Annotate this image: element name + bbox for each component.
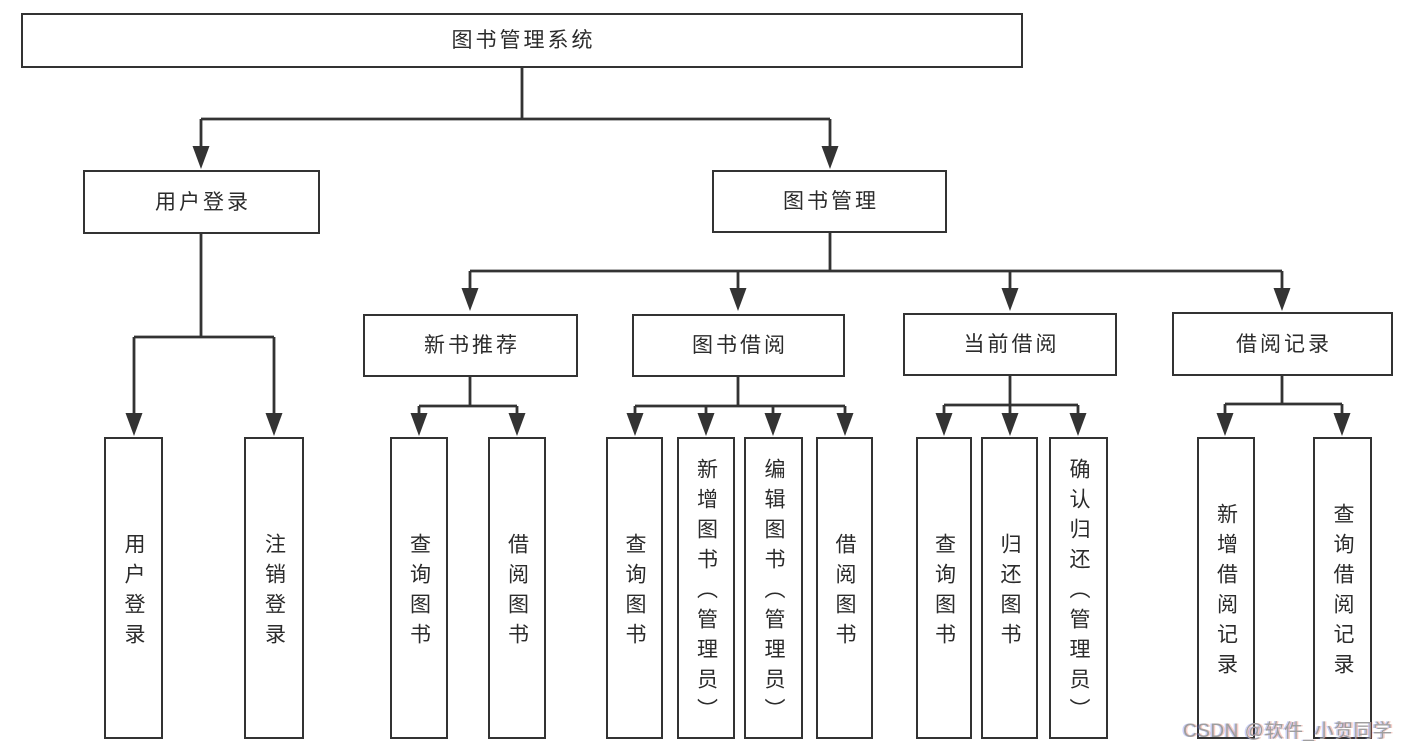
node-leaf-borrow-books-recommend: 借阅图书 bbox=[488, 437, 546, 739]
connector-path-1 bbox=[132, 233, 276, 417]
node-label-leaf-query-borrow-record: 查询借阅记录 bbox=[1331, 502, 1354, 683]
arrowhead-icon bbox=[1001, 288, 1019, 311]
node-leaf-edit-books-admin: 编辑图书（管理员） bbox=[744, 437, 803, 739]
arrowhead-icon bbox=[461, 288, 479, 311]
arrowhead-icon bbox=[1216, 413, 1234, 436]
csdn-watermark: CSDN @软件_小贺同学 bbox=[1183, 721, 1393, 742]
node-label-book-borrowing: 图书借阅 bbox=[692, 334, 788, 357]
node-label-leaf-query-books-recommend: 查询图书 bbox=[407, 532, 431, 653]
node-label-user-login: 用户登录 bbox=[155, 190, 251, 214]
node-label-leaf-add-books-admin: 新增图书（管理员） bbox=[694, 457, 718, 728]
arrowhead-icon bbox=[697, 413, 715, 436]
node-leaf-query-borrow-record: 查询借阅记录 bbox=[1313, 437, 1372, 739]
node-leaf-logout: 注销登录 bbox=[244, 437, 304, 739]
connector-path-0 bbox=[199, 67, 832, 150]
node-user-login: 用户登录 bbox=[83, 170, 320, 234]
connector-path-6 bbox=[1223, 375, 1344, 417]
node-label-book-management: 图书管理 bbox=[783, 190, 879, 213]
arrowhead-icon bbox=[836, 413, 854, 436]
node-current-borrowing: 当前借阅 bbox=[903, 313, 1117, 376]
arrowhead-icon bbox=[125, 413, 143, 436]
node-leaf-confirm-return-admin: 确认归还（管理员） bbox=[1049, 437, 1108, 739]
node-label-leaf-edit-books-admin: 编辑图书（管理员） bbox=[762, 457, 785, 728]
node-root: 图书管理系统 bbox=[21, 13, 1023, 68]
arrowhead-icon bbox=[821, 146, 839, 169]
connector-path-2 bbox=[468, 232, 1284, 292]
node-leaf-borrow-books-borrowing: 借阅图书 bbox=[816, 437, 873, 739]
arrowhead-icon bbox=[1333, 413, 1351, 436]
arrowhead-icon bbox=[265, 413, 283, 436]
node-label-leaf-borrow-books-recommend: 借阅图书 bbox=[505, 532, 529, 653]
node-leaf-add-books-admin: 新增图书（管理员） bbox=[677, 437, 735, 739]
node-label-leaf-query-books-borrowing: 查询图书 bbox=[623, 532, 646, 653]
node-label-leaf-borrow-books-borrowing: 借阅图书 bbox=[833, 532, 856, 653]
arrowhead-icon bbox=[508, 413, 526, 436]
arrowhead-icon bbox=[1069, 413, 1087, 436]
node-label-root: 图书管理系统 bbox=[451, 29, 596, 52]
arrowhead-icon bbox=[1273, 288, 1291, 311]
node-label-leaf-return-books: 归还图书 bbox=[998, 532, 1021, 653]
node-label-new-book-recommend: 新书推荐 bbox=[424, 334, 520, 357]
node-new-book-recommend: 新书推荐 bbox=[363, 314, 578, 377]
node-label-leaf-confirm-return-admin: 确认归还（管理员） bbox=[1067, 457, 1090, 728]
node-label-leaf-logout: 注销登录 bbox=[262, 532, 286, 653]
node-book-management: 图书管理 bbox=[712, 170, 947, 233]
arrowhead-icon bbox=[764, 413, 782, 436]
node-label-leaf-add-borrow-record: 新增借阅记录 bbox=[1214, 502, 1238, 683]
node-leaf-query-books-recommend: 查询图书 bbox=[390, 437, 448, 739]
node-book-borrowing: 图书借阅 bbox=[632, 314, 845, 377]
node-label-current-borrowing: 当前借阅 bbox=[963, 333, 1060, 356]
node-leaf-return-books: 归还图书 bbox=[981, 437, 1038, 739]
arrowhead-icon bbox=[1001, 413, 1019, 436]
node-leaf-add-borrow-record: 新增借阅记录 bbox=[1197, 437, 1255, 739]
connector-path-4 bbox=[633, 376, 847, 417]
node-borrowing-records: 借阅记录 bbox=[1172, 312, 1393, 376]
arrowhead-icon bbox=[626, 413, 644, 436]
node-label-leaf-user-login: 用户登录 bbox=[122, 532, 145, 653]
arrowhead-icon bbox=[729, 288, 747, 311]
arrowhead-icon bbox=[192, 146, 210, 169]
node-label-leaf-query-books-current: 查询图书 bbox=[932, 532, 956, 653]
connector-path-3 bbox=[417, 376, 519, 417]
node-leaf-query-books-borrowing: 查询图书 bbox=[606, 437, 663, 739]
arrowhead-icon bbox=[935, 413, 953, 436]
connector-path-5 bbox=[942, 375, 1080, 417]
node-leaf-query-books-current: 查询图书 bbox=[916, 437, 972, 739]
arrowhead-icon bbox=[410, 413, 428, 436]
node-leaf-user-login: 用户登录 bbox=[104, 437, 163, 739]
node-label-borrowing-records: 借阅记录 bbox=[1236, 332, 1332, 356]
